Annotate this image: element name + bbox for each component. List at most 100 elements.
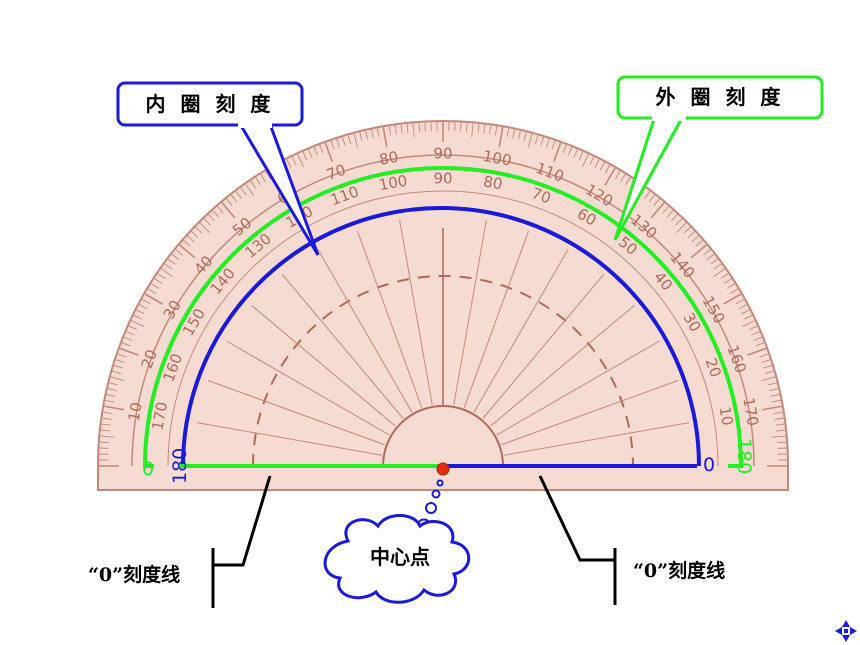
degree-ray [196, 422, 383, 456]
degree-tick [648, 194, 656, 203]
degree-tick [771, 399, 781, 403]
degree-tick [666, 210, 674, 218]
degree-tick [195, 226, 203, 234]
degree-tick [353, 133, 359, 148]
degree-tick [286, 159, 292, 168]
degree-ray [463, 230, 529, 408]
degree-tick [523, 132, 527, 142]
degree-tick [662, 206, 670, 214]
degree-tick [755, 342, 765, 347]
inner-scale-label: 内 圈 刻 度 [146, 92, 275, 116]
degree-tick [644, 190, 651, 199]
left-zero-line-pointer [213, 475, 272, 567]
degree-tick [175, 249, 183, 256]
degree-tick [187, 235, 195, 243]
degree-tick [676, 222, 687, 233]
scale-numeral: 170 [739, 396, 762, 427]
degree-ray [503, 422, 690, 456]
degree-tick [330, 140, 335, 150]
right-zero-line-pointer [538, 475, 615, 562]
degree-tick [770, 394, 780, 397]
degree-tick [212, 210, 220, 218]
degree-tick [347, 135, 352, 145]
degree-tick [102, 417, 112, 420]
degree-tick [729, 288, 739, 294]
degree-tick [562, 144, 567, 154]
degree-tick [653, 198, 660, 206]
degree-tick [144, 293, 163, 305]
degree-tick [191, 231, 199, 238]
degree-tick [723, 293, 742, 305]
inner-scale-callout: 内 圈 刻 度 [116, 81, 320, 256]
scale-numeral: 80 [378, 148, 400, 169]
degree-tick [703, 249, 711, 256]
degree-tick [160, 268, 173, 278]
degree-tick [117, 353, 127, 358]
degree-tick [106, 394, 116, 397]
four-arrow-move-icon[interactable] [835, 620, 857, 642]
degree-tick [675, 218, 683, 226]
degree-tick [465, 122, 468, 132]
degree-tick [341, 136, 346, 146]
degree-tick [687, 231, 695, 238]
degree-tick [735, 298, 745, 304]
degree-tick [582, 154, 589, 168]
degree-tick [400, 124, 403, 134]
degree-tick [546, 138, 550, 148]
degree-tick [240, 187, 247, 196]
degree-tick [774, 417, 784, 420]
degree-ray [482, 274, 605, 419]
degree-tick [235, 190, 242, 199]
degree-tick [477, 123, 480, 133]
degree-tick [128, 325, 138, 331]
degree-tick [208, 214, 215, 222]
degree-tick [568, 146, 573, 156]
degree-tick [123, 336, 133, 341]
degree-ray [207, 380, 385, 446]
degree-tick [394, 125, 397, 135]
degree-tick [604, 167, 616, 186]
degree-tick [255, 177, 261, 186]
degree-tick [720, 273, 729, 280]
degree-tick [761, 376, 776, 382]
protractor: 1701016020150301404013050120601107010080… [97, 120, 789, 491]
degree-ticks [99, 122, 787, 467]
degree-tick [133, 314, 143, 320]
degree-tick [157, 273, 166, 280]
degree-tick [512, 129, 515, 139]
degree-tick [336, 138, 340, 148]
degree-tick [540, 136, 545, 146]
right-zero-line-label: “0”刻度线 [633, 559, 725, 582]
scale-numeral: 100 [377, 172, 408, 195]
inner-scale-left-180: 180 [169, 448, 191, 484]
degree-tick [471, 123, 474, 138]
degree-tick [297, 154, 304, 168]
degree-tick [308, 149, 313, 158]
degree-tick [605, 164, 611, 174]
outer-callout-box [616, 75, 824, 120]
degree-tick [418, 122, 421, 132]
degree-tick [100, 435, 115, 438]
left-zero-line-label: “0”刻度线 [88, 563, 180, 586]
degree-tick [359, 132, 363, 142]
center-point-cloud [323, 514, 471, 604]
degree-tick [498, 127, 504, 148]
degree-tick [324, 142, 333, 162]
degree-tick [489, 125, 492, 135]
degree-tick [726, 283, 735, 289]
degree-tick [759, 353, 769, 358]
degree-tick [226, 198, 233, 206]
degree-tick [764, 370, 774, 375]
scale-numeral: 170 [149, 400, 172, 431]
inner-callout-box [116, 81, 304, 127]
degree-tick [743, 314, 753, 320]
degree-tick [112, 370, 122, 375]
degree-tick [753, 336, 763, 341]
center-dot [436, 462, 450, 476]
inner-scale-right-zero: 0 [703, 454, 715, 476]
degree-ray [490, 304, 635, 427]
degree-tick [769, 388, 779, 392]
degree-tick [741, 309, 750, 315]
degree-tick [767, 382, 777, 386]
